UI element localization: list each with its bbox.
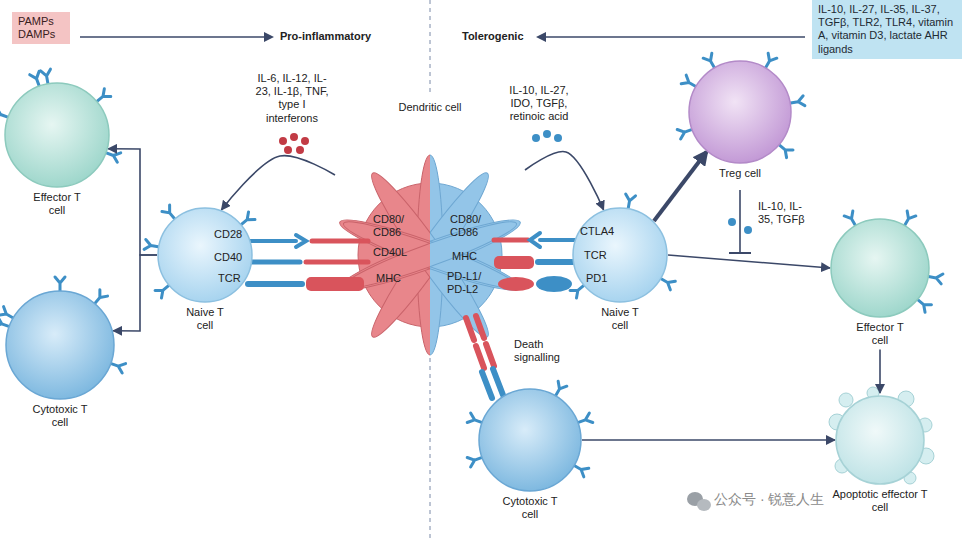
node-text: Dendritic cell <box>335 95 525 114</box>
arrow-connector <box>221 156 335 210</box>
cell-outline <box>4 82 110 188</box>
node-text: PAMPs DAMPs <box>18 15 64 41</box>
effector-cell: Effector T cell <box>830 218 930 347</box>
ligand-name: MHC <box>452 250 486 263</box>
watermark: 公众号 · 锐意人生 <box>714 491 844 508</box>
cytokine-list: IL-6, IL-12, IL-23, IL-1β, TNF, type I i… <box>252 72 332 125</box>
node-text: Naive T cell <box>185 306 225 332</box>
naive-cell: Naive T cell <box>157 207 253 332</box>
treg-cell: Treg cell <box>688 60 792 180</box>
ligand-name: CD40L <box>373 246 413 259</box>
signal-box: PAMPs DAMPs <box>12 12 70 44</box>
arrow-connector <box>668 255 830 268</box>
node-text: Naive T cell <box>600 306 640 332</box>
arrow-connector <box>654 152 707 221</box>
cytokine-list: IL-10, IL-35, TGFβ <box>758 200 810 226</box>
arrow-connector <box>108 149 157 255</box>
node-text: Effector T cell <box>852 321 908 347</box>
dendritic-cell: Dendritic cell <box>335 95 525 350</box>
cell-outline <box>830 218 930 318</box>
receptor-name: PD1 <box>586 272 616 285</box>
receptor-name: TCR <box>218 272 248 285</box>
ligand-name: CD80/ CD86 <box>450 213 488 239</box>
arrow-connector <box>582 439 835 441</box>
cell-outline <box>835 395 925 485</box>
signal-box: IL-10, IL-27, IL-35, IL-37, TGFβ, TLR2, … <box>812 0 962 59</box>
node-text: Treg cell <box>705 167 775 180</box>
cell-outline <box>478 388 582 492</box>
receptor-symbol <box>55 277 65 292</box>
cytotoxic-cell: Cytotoxic T cell <box>478 388 582 521</box>
effector-cell: Effector T cell <box>4 82 110 217</box>
ligand-name: CD80/ CD86 <box>373 213 409 239</box>
process-label: Death signalling <box>514 338 576 364</box>
node-text: Apoptotic effector T cell <box>832 488 928 514</box>
receptor-name: TCR <box>584 249 614 262</box>
receptor-name: CD28 <box>214 228 248 241</box>
cell-outline <box>5 290 115 400</box>
section-heading: Tolerogenic <box>462 30 534 43</box>
receptor-name: CTLA4 <box>580 225 620 238</box>
arrow-connector <box>879 349 881 393</box>
arrow-connector <box>525 152 604 210</box>
node-text: Cytotoxic T cell <box>500 495 560 521</box>
node-text: Effector T cell <box>29 191 85 217</box>
arrow-connector <box>113 255 157 331</box>
apoptotic-cell: Apoptotic effector T cell <box>830 395 930 514</box>
section-heading: Pro-inflammatory <box>280 30 390 43</box>
cytokine-list: IL-10, IL-27, IDO, TGFβ, retinoic acid <box>498 84 580 124</box>
node-text: IL-10, IL-27, IL-35, IL-37, TGFβ, TLR2, … <box>818 3 956 56</box>
node-text: Cytotoxic T cell <box>30 403 90 429</box>
ligand-name: PD-L1/ PD-L2 <box>447 270 491 296</box>
cytotoxic-cell: Cytotoxic T cell <box>5 290 115 429</box>
ligand-name: MHC <box>376 272 410 285</box>
cell-outline <box>688 60 792 164</box>
receptor-name: CD40 <box>214 251 248 264</box>
